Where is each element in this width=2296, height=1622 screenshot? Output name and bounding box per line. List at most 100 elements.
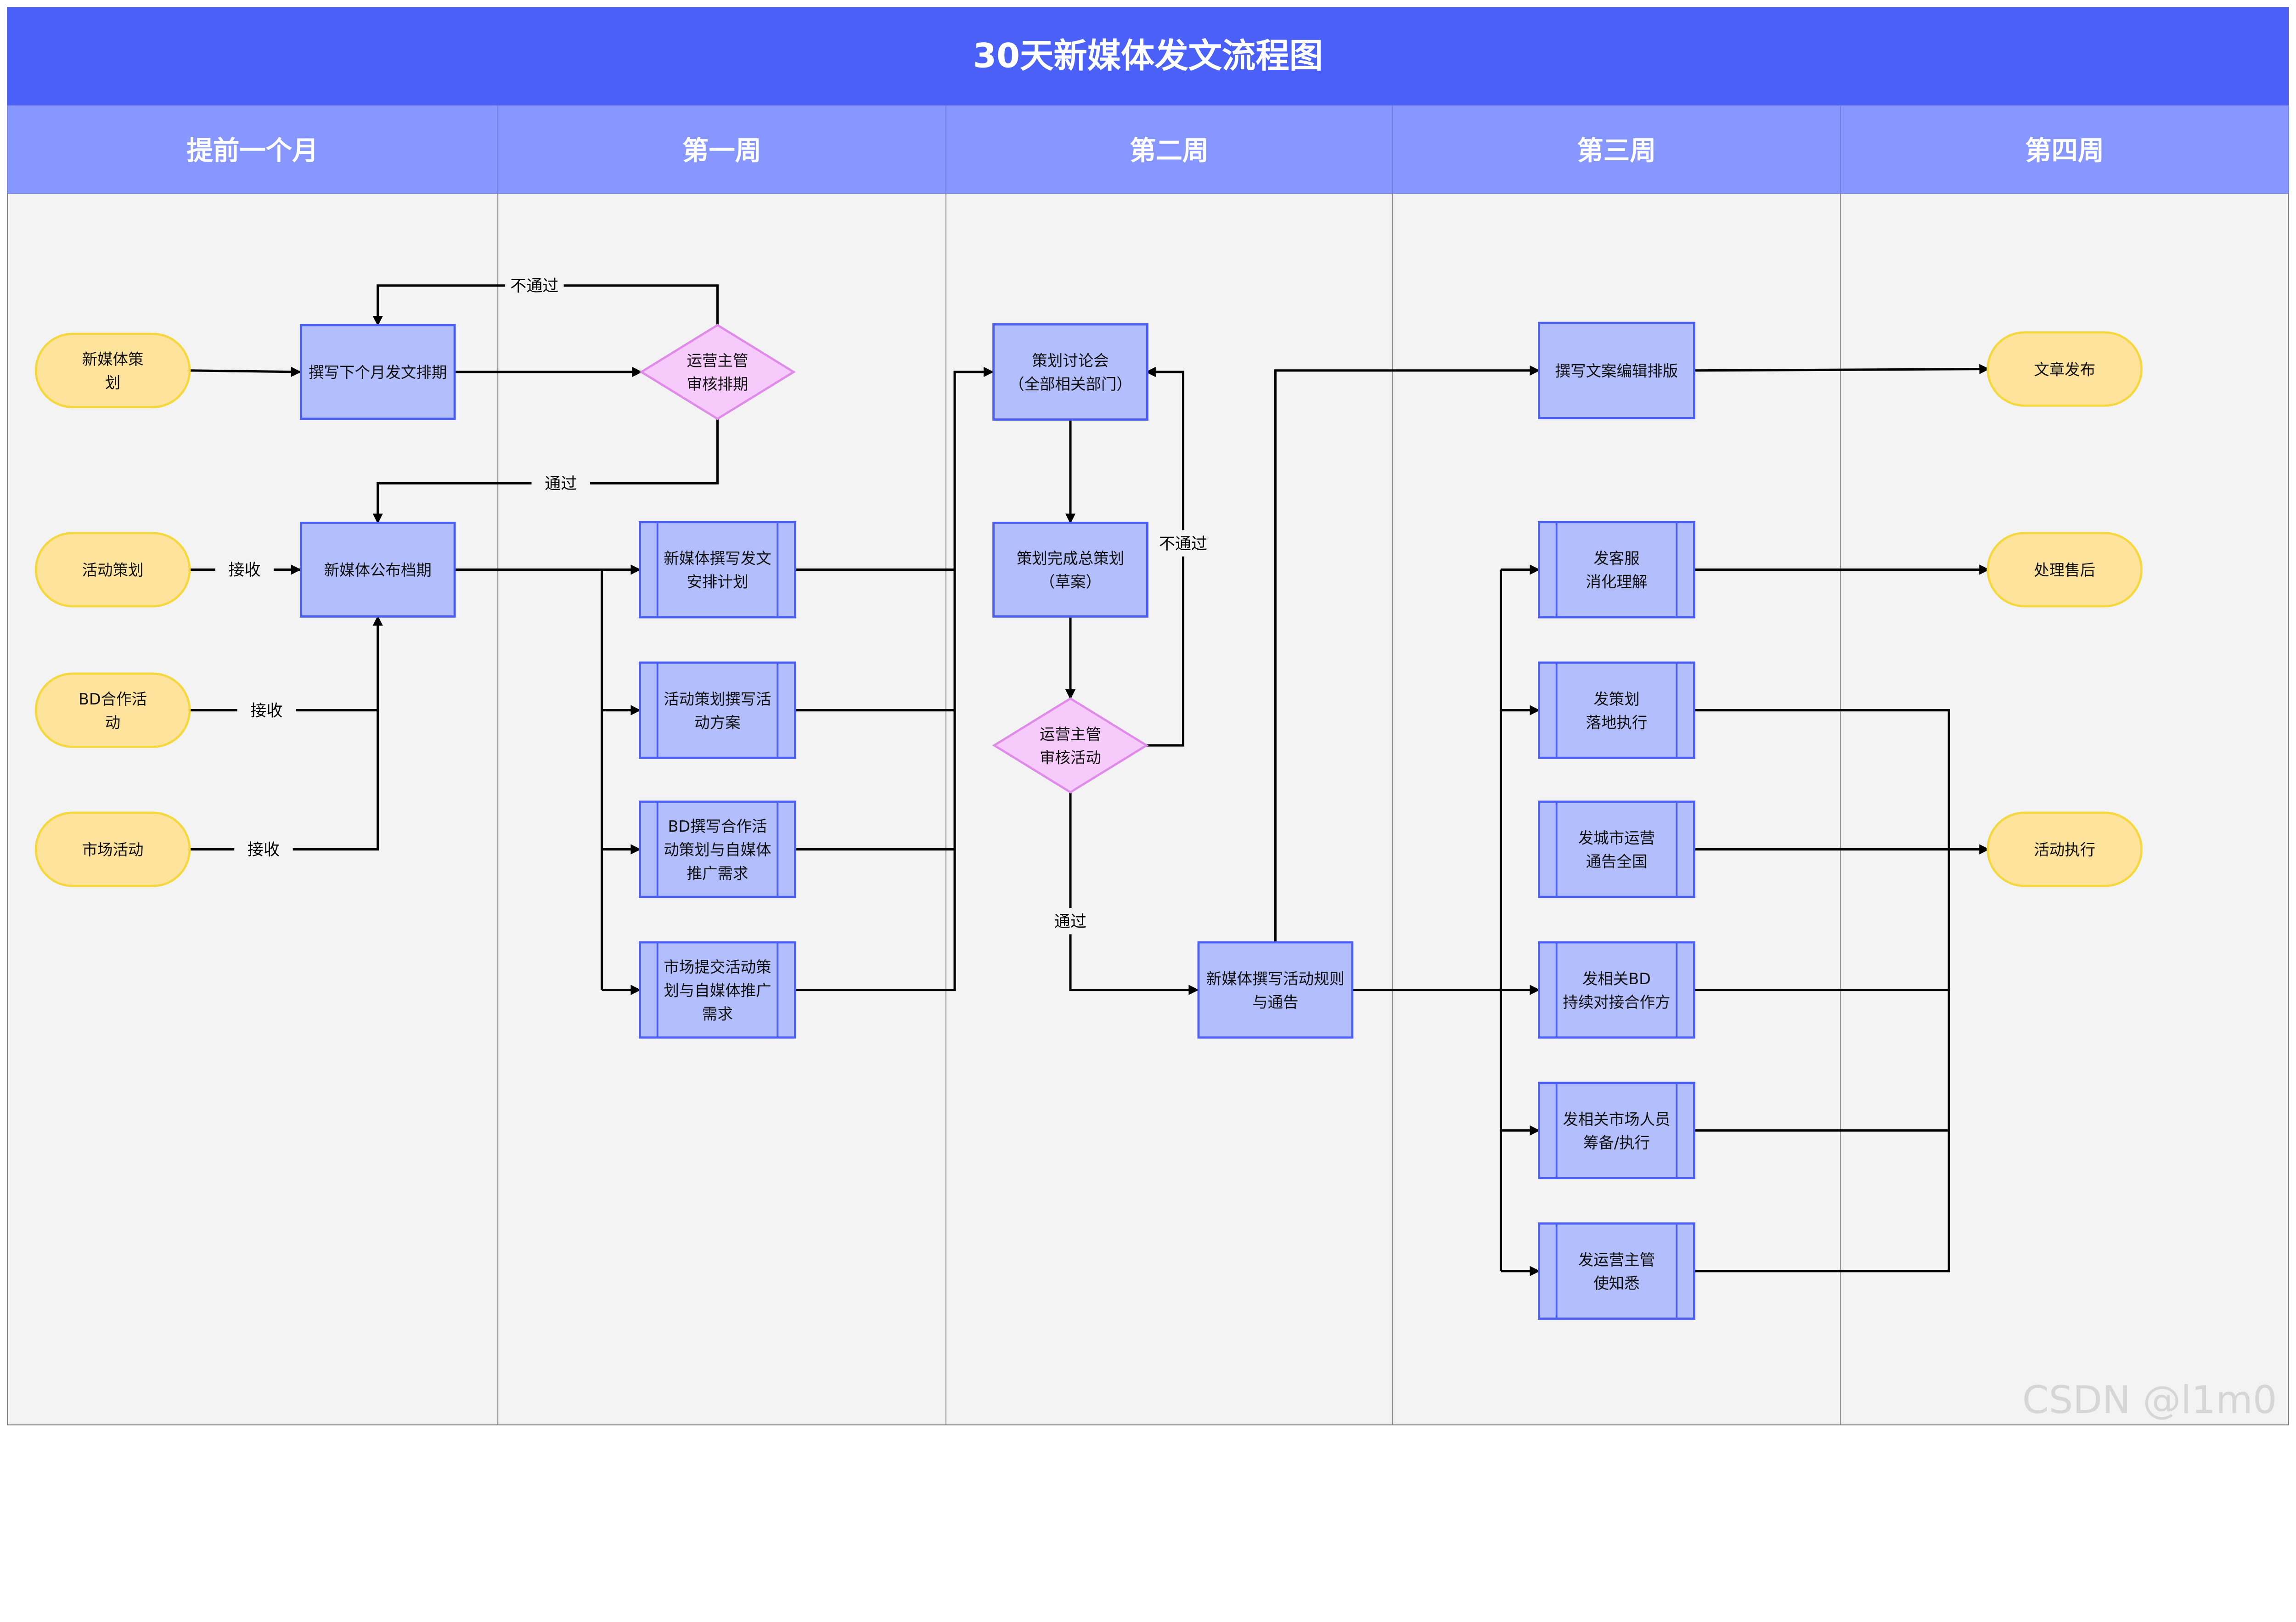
node-process-p-zongcehua[interactable]: 策划完成总策划（草案） <box>992 521 1148 618</box>
node-label: 划 <box>105 374 120 392</box>
node-label: 推广需求 <box>687 864 748 882</box>
node-label: 策划讨论会 <box>1032 352 1109 370</box>
node-label: 审核排期 <box>687 375 748 393</box>
node-label: 与通告 <box>1252 993 1298 1011</box>
connector-arrow <box>795 366 994 991</box>
node-label: 安排计划 <box>687 573 748 591</box>
node-label: 处理售后 <box>2034 561 2095 579</box>
node-label: 新媒体撰写发文 <box>664 550 771 568</box>
node-process-p-zhuanxie-paiqi[interactable]: 撰写下个月发文排期 <box>299 324 456 420</box>
node-process-p-taolunhui[interactable]: 策划讨论会 （全部相关部门） <box>992 323 1148 421</box>
diagram-background <box>6 6 2289 1425</box>
edge-label-background <box>531 470 591 496</box>
lane-title: 第三周 <box>1577 135 1656 166</box>
node-label: 运营主管 <box>1040 725 1101 743</box>
watermark: CSDN @l1m0 <box>2022 1378 2277 1422</box>
node-label: 发客服 <box>1593 550 1639 568</box>
node-label: 通告全国 <box>1586 853 1647 871</box>
edge-label-background <box>505 272 564 299</box>
node-label: 撰写下个月发文排期 <box>309 364 447 382</box>
node-label: （草案） <box>1040 573 1101 591</box>
node-process-p-gongbu-dangqi[interactable]: 新媒体公布档期 <box>299 521 456 618</box>
lane-header <box>945 105 1393 194</box>
lane-title: 提前一个月 <box>187 135 319 166</box>
process-shape <box>992 521 1148 618</box>
node-label: 活动策划 <box>82 561 144 579</box>
lane-header <box>497 105 946 194</box>
node-label: 撰写文案编辑排版 <box>1555 362 1678 380</box>
node-label: BD撰写合作活 <box>668 817 767 835</box>
edge-label-reject-activity: 不通过 <box>1159 535 1207 553</box>
node-label: 文章发布 <box>2034 360 2095 378</box>
decision-shape <box>639 324 796 420</box>
process-shape <box>299 521 456 618</box>
node-label: 新媒体公布档期 <box>324 561 432 579</box>
node-label: 活动执行 <box>2034 841 2095 859</box>
process-shape <box>1537 661 1695 759</box>
edge-label-background <box>237 697 296 724</box>
process-shape <box>1537 800 1695 898</box>
terminal-shape <box>1986 331 2143 407</box>
edge-label-background <box>1154 530 1213 557</box>
node-label: 持续对接合作方 <box>1563 993 1670 1011</box>
connector-arrow <box>1274 365 1540 943</box>
title-bar <box>7 7 2289 106</box>
node-terminal-t-shichang[interactable]: 市场活动 <box>34 811 191 887</box>
connector-arrow <box>1145 366 1185 747</box>
edge-label-background <box>234 836 293 863</box>
process-shape <box>1537 321 1695 419</box>
process-shape <box>1197 941 1354 1039</box>
node-label: 使知悉 <box>1593 1274 1639 1292</box>
terminal-shape <box>34 532 191 608</box>
flowchart-canvas: 30天新媒体发文流程图 提前一个月第一周第二周第三周第四周 不通过通过接收接收接… <box>6 6 2289 1425</box>
process-shape <box>1537 1222 1695 1320</box>
diagram-title: 30天新媒体发文流程图 <box>973 37 1323 76</box>
edge-label-reject-schedule: 不通过 <box>510 277 558 296</box>
node-label: 市场活动 <box>82 841 144 859</box>
lane-header <box>6 105 499 194</box>
node-label: （全部相关部门） <box>1009 375 1132 393</box>
lane-title: 第四周 <box>2025 135 2104 166</box>
node-label: 需求 <box>702 1005 733 1023</box>
node-label: 新媒体策 <box>82 350 144 368</box>
connector-arrow <box>1694 364 1990 374</box>
node-label: 筹备/执行 <box>1583 1134 1650 1152</box>
terminal-shape <box>34 672 191 748</box>
node-label: 发相关市场人员 <box>1563 1110 1670 1128</box>
terminal-shape <box>1986 532 2143 608</box>
edge-label-receive-market: 接收 <box>248 840 280 859</box>
node-process-p-bianji-paiban[interactable]: 撰写文案编辑排版 <box>1537 321 1695 419</box>
edge-label-receive-bd: 接收 <box>250 701 282 720</box>
node-label: 消化理解 <box>1586 573 1647 591</box>
node-terminal-t-shouhou[interactable]: 处理售后 <box>1986 532 2143 608</box>
process-shape <box>1537 521 1695 619</box>
decision-shape <box>992 697 1149 794</box>
node-label: 动方案 <box>694 714 740 732</box>
node-terminal-t-huodong[interactable]: 活动策划 <box>34 532 191 608</box>
node-terminal-t-wenzhang-fabu[interactable]: 文章发布 <box>1986 331 2143 407</box>
node-label: 市场提交活动策 <box>664 958 771 976</box>
node-label: 新媒体撰写活动规则 <box>1206 970 1345 988</box>
node-label: BD合作活 <box>79 690 147 708</box>
node-label: 活动策划撰写活 <box>664 690 771 708</box>
node-label: 落地执行 <box>1586 714 1647 732</box>
node-label: 动 <box>105 714 120 732</box>
lane-title: 第一周 <box>682 135 761 166</box>
node-terminal-t-huodong-zhixing[interactable]: 活动执行 <box>1986 811 2143 887</box>
terminal-shape <box>1986 811 2143 887</box>
